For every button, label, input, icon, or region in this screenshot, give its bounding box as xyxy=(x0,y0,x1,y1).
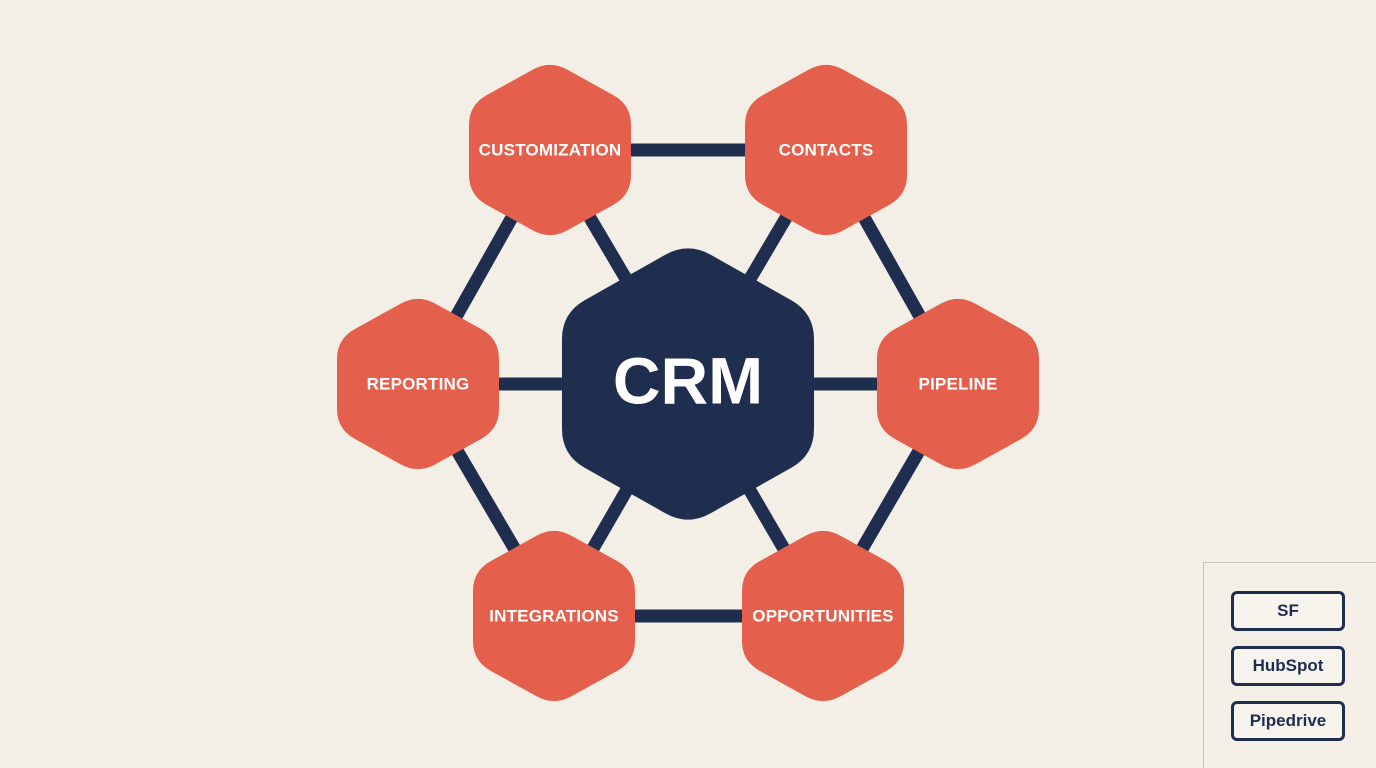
node-hexagon-contacts[interactable] xyxy=(745,64,907,236)
node-hexagon-reporting[interactable] xyxy=(337,298,499,470)
node-hexagon-pipeline[interactable] xyxy=(877,298,1039,470)
legend-button-sf[interactable]: SF xyxy=(1231,591,1345,631)
node-label-customization: CUSTOMIZATION xyxy=(479,140,622,159)
node-opportunities[interactable]: OPPORTUNITIES xyxy=(742,530,904,702)
node-reporting[interactable]: REPORTING xyxy=(337,298,499,470)
legend-panel: SF HubSpot Pipedrive xyxy=(1203,562,1376,768)
node-hexagon-integrations[interactable] xyxy=(473,530,635,702)
node-contacts[interactable]: CONTACTS xyxy=(745,64,907,236)
node-hexagon-customization[interactable] xyxy=(469,64,631,236)
center-hub[interactable]: CRM xyxy=(562,248,814,520)
node-customization[interactable]: CUSTOMIZATION xyxy=(469,64,631,236)
center-label: CRM xyxy=(613,343,763,417)
center-hexagon[interactable] xyxy=(562,248,814,520)
node-label-integrations: INTEGRATIONS xyxy=(489,606,619,625)
legend-button-hubspot[interactable]: HubSpot xyxy=(1231,646,1345,686)
feature-nodes: CUSTOMIZATION CONTACTS PIPELINE OPPORTUNITI… xyxy=(337,64,1039,702)
node-hexagon-opportunities[interactable] xyxy=(742,530,904,702)
node-pipeline[interactable]: PIPELINE xyxy=(877,298,1039,470)
node-label-contacts: CONTACTS xyxy=(779,140,874,159)
node-label-reporting: REPORTING xyxy=(367,374,470,393)
node-label-pipeline: PIPELINE xyxy=(918,374,997,393)
legend-button-pipedrive[interactable]: Pipedrive xyxy=(1231,701,1345,741)
node-integrations[interactable]: INTEGRATIONS xyxy=(473,530,635,702)
node-label-opportunities: OPPORTUNITIES xyxy=(752,606,893,625)
